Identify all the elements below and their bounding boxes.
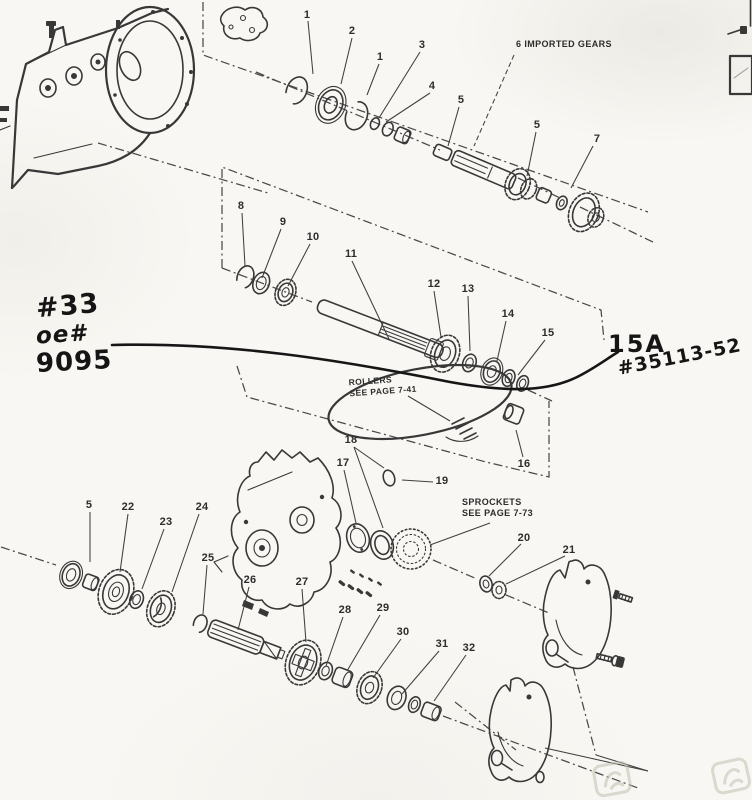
part-number-label: 10 — [306, 231, 320, 243]
part-number-label: 29 — [376, 602, 390, 614]
phantom-sprocket-drawing — [390, 528, 432, 570]
part-number-label: 23 — [159, 516, 173, 528]
part-number-label: 9 — [279, 216, 287, 228]
shift-housing-drawing — [213, 449, 342, 617]
part-number-label: 1 — [303, 9, 311, 21]
part-number-label: 5 — [533, 119, 541, 131]
handwritten-number-33: #33 — [34, 287, 101, 325]
bottom-shaft-assembly — [59, 560, 442, 722]
part-number-label: 30 — [396, 626, 410, 638]
lower-sprocket-cover-drawing — [488, 677, 649, 784]
handwritten-pointer-line — [110, 343, 620, 391]
top-shaft-assembly — [285, 76, 605, 233]
handwritten-15a: 15A — [608, 330, 666, 358]
part-number-label: 25 — [201, 552, 215, 564]
imported-gears-text: IMPORTED GEARS — [524, 39, 612, 49]
part-number-label: 11 — [344, 248, 358, 260]
part-number-label: 2 — [348, 25, 356, 37]
part-number-label: 7 — [593, 133, 601, 145]
part-number-label: 13 — [461, 283, 475, 295]
bushing-16-drawing — [502, 402, 525, 425]
part-number-label: 14 — [501, 308, 515, 320]
handwritten-9095: 9095 — [35, 345, 114, 379]
part-number-label: 24 — [195, 501, 209, 513]
part-number-label: 19 — [435, 475, 449, 487]
sprockets-text-line1: SPROCKETS — [462, 497, 522, 507]
part-number-label: 8 — [237, 200, 245, 212]
part-number-label: 5 — [85, 499, 93, 511]
note-imported-gears: 6 IMPORTED GEARS — [516, 39, 612, 50]
sprocket-washer-nut-drawing — [479, 575, 507, 600]
part-number-label: 1 — [376, 51, 384, 63]
part-number-label: 15 — [541, 327, 555, 339]
part-number-label: 22 — [121, 501, 135, 513]
leader-lines — [89, 20, 594, 702]
handwritten-oe: oe# — [35, 320, 88, 350]
part-number-label: 31 — [435, 638, 449, 650]
handwritten-annotation-left: #33 oe# 9095 — [34, 287, 114, 379]
part-number-label: 20 — [517, 532, 531, 544]
part-number-label: 26 — [243, 574, 257, 586]
part-number-label: 16 — [517, 458, 531, 470]
sprockets-text-line2: SEE PAGE 7-73 — [462, 508, 534, 518]
part-number-label: 3 — [418, 39, 426, 51]
part-number-label: 17 — [336, 457, 350, 469]
part-number-label: 12 — [427, 278, 441, 290]
rollers-callout-blob — [327, 363, 513, 442]
inset-reference-box — [727, 0, 752, 96]
watermark-stamps — [592, 757, 751, 798]
part-number-label: 5 — [457, 94, 465, 106]
shift-pawl-bracket-drawing — [219, 6, 269, 42]
note-rollers: ROLLERS SEE PAGE 7-41 — [348, 373, 417, 400]
part-number-label: 18 — [344, 434, 358, 446]
crankcase-drawing — [0, 5, 196, 190]
upper-sprocket-cover-drawing — [542, 559, 634, 670]
part-number-label: 28 — [338, 604, 352, 616]
part-number-6: 6 — [516, 39, 522, 49]
part-number-label: 32 — [462, 642, 476, 654]
part-number-label: 4 — [428, 80, 436, 92]
screws-drawing — [338, 569, 382, 598]
part-number-label: 27 — [295, 576, 309, 588]
seal-rings-drawing — [345, 469, 396, 561]
note-sprockets: SPROCKETS SEE PAGE 7-73 — [462, 497, 533, 519]
part-number-label: 21 — [562, 544, 576, 556]
